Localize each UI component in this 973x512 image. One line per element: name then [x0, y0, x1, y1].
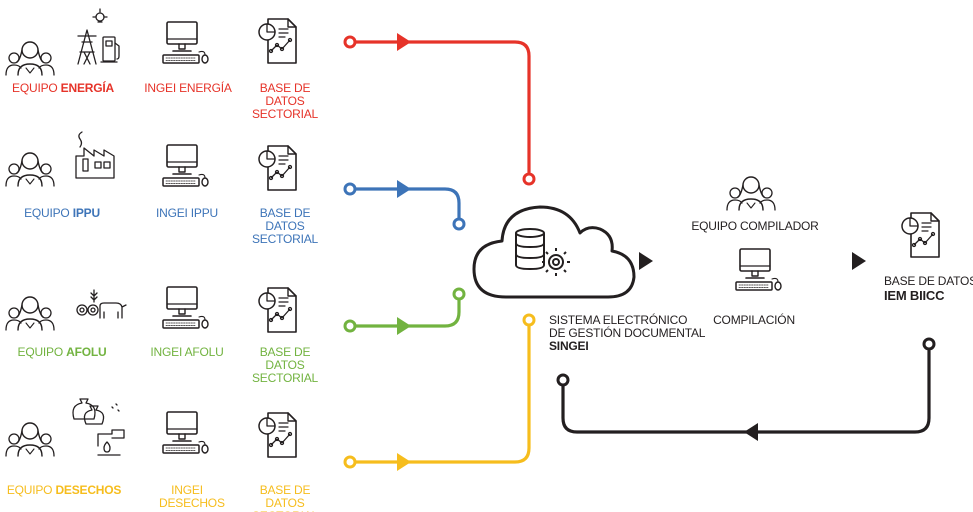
ingei-desechos-label: INGEI DESECHOS [159, 483, 225, 510]
factory-icon [75, 131, 115, 179]
singei-line2: DE GESTIÓN DOCUMENTAL [549, 326, 706, 340]
final-db-line1: BASE DE DATOS [884, 274, 973, 288]
endpoint-ippu [343, 182, 357, 196]
document-chart-icon [258, 412, 297, 458]
ingei-afolu-label: INGEI AFOLU [150, 345, 224, 359]
team-energia-label: EQUIPO ENERGÍA [12, 81, 114, 95]
document-chart-icon [258, 287, 297, 333]
arrow-ippu [397, 180, 411, 198]
compilation-label: COMPILACIÓN [713, 313, 795, 327]
team-people-icon [5, 422, 55, 457]
document-chart-icon [258, 145, 297, 191]
final-db-title: IEM BIICC [884, 288, 945, 303]
endpoint-final-db [922, 337, 936, 351]
cloud-database-icon [472, 205, 636, 299]
arrow-feedback [744, 423, 758, 441]
db-sectorial-afolu-label: BASE DE DATOS SECTORIAL [252, 345, 318, 385]
compiler-team-icon [726, 176, 776, 211]
team-people-icon [5, 152, 55, 187]
singei-line1: SISTEMA ELECTRÓNICO [549, 313, 688, 327]
arrow-to-final [852, 252, 866, 270]
arrow-to-compiler [639, 252, 653, 270]
endpoint-ippu-cloud [452, 217, 466, 231]
arrow-desechos [397, 453, 411, 471]
endpoint-energia-cloud [522, 172, 536, 186]
endpoint-afolu-cloud [452, 287, 466, 301]
connector-ippu [353, 187, 461, 220]
farm-cow-icon [76, 289, 127, 319]
endpoint-desechos [343, 455, 357, 469]
team-ippu-label: EQUIPO IPPU [24, 206, 100, 220]
connector-desechos [353, 324, 531, 464]
endpoint-afolu [343, 319, 357, 333]
db-sectorial-ippu-label: BASE DE DATOS SECTORIAL [252, 206, 318, 246]
endpoint-desechos-cloud [522, 313, 536, 327]
computer-icon [162, 286, 209, 329]
connector-energia [353, 40, 531, 174]
document-chart-icon [258, 18, 297, 64]
arrow-afolu [397, 317, 411, 335]
endpoint-singei [556, 373, 570, 387]
connector-feedback [561, 349, 931, 434]
connector-afolu [353, 298, 461, 328]
compiler-team-label: EQUIPO COMPILADOR [691, 219, 819, 233]
singei-title: SINGEI [549, 339, 589, 353]
db-sectorial-energia-label: BASE DE DATOS SECTORIAL [252, 81, 318, 121]
final-document-icon [901, 212, 940, 258]
computer-icon [162, 411, 209, 454]
power-tower-fuel-icon [77, 8, 120, 65]
computer-icon [162, 21, 209, 64]
waste-bags-icon [72, 398, 125, 456]
computer-icon [162, 144, 209, 187]
compiler-computer-icon [735, 248, 782, 291]
team-people-icon [5, 41, 55, 76]
team-people-icon [5, 296, 55, 331]
ingei-energia-label: INGEI ENERGÍA [144, 81, 232, 95]
endpoint-energia [343, 35, 357, 49]
db-sectorial-desechos-label: BASE DE DATOS SECTORIAL [252, 483, 318, 512]
ingei-ippu-label: INGEI IPPU [155, 206, 219, 220]
arrow-energia [397, 33, 411, 51]
team-afolu-label: EQUIPO AFOLU [17, 345, 107, 359]
team-desechos-label: EQUIPO DESECHOS [6, 483, 122, 497]
